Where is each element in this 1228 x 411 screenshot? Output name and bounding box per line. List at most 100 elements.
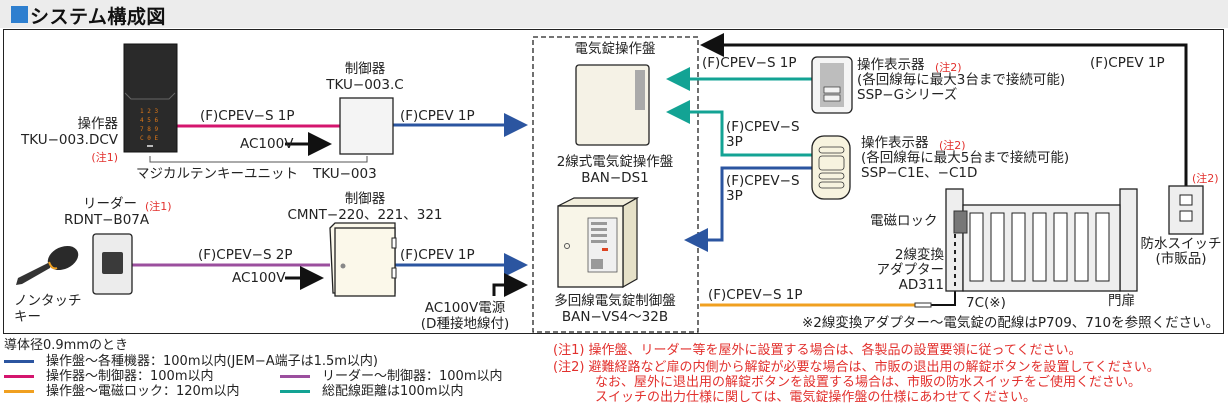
- em-lock-label: 電磁ロック: [870, 213, 938, 229]
- ban-vs-model: BAN−VS4〜32B: [561, 309, 669, 325]
- lock-panel-group-border: [532, 36, 699, 333]
- power-label-panel-2: (D種接地線付): [420, 316, 510, 332]
- cmnt-label: 制御器: [344, 191, 386, 207]
- title-square-icon: [11, 6, 28, 23]
- power-label-panel-1: AC100V電源: [424, 300, 506, 316]
- switch-note: (注2): [1192, 172, 1219, 185]
- gate-label: 門扉: [1108, 293, 1135, 309]
- switch-label-2: (市販品): [1155, 251, 1207, 267]
- ssp-g-note: (注2): [935, 61, 962, 74]
- power-label-tku: AC100V: [240, 136, 294, 152]
- gate-cable-label: 7C(※): [966, 295, 1006, 311]
- legend-item: 操作器〜制御器：100m以内: [4, 369, 213, 384]
- operator-note: (注1): [91, 151, 118, 164]
- adapter-label-2: アダプター: [876, 262, 945, 278]
- cable-label-switch: (F)CPEV 1P: [1090, 55, 1165, 71]
- cmnt-model: CMNT−220、221、321: [287, 207, 443, 223]
- nontouch-key-label-1: ノンタッチ: [14, 293, 82, 309]
- ban-ds1-icon: [575, 64, 650, 146]
- ssp-c1-model: SSP−C1E、−C1D: [861, 165, 978, 181]
- wiring-reference: ※2線変換アダプター〜電気錠の配線はP709、710を参照ください。: [802, 315, 1220, 331]
- cable-switch-to-panel: [700, 33, 1188, 186]
- cable-label-panel-to-adapter: (F)CPEV−S 1P: [708, 287, 803, 303]
- waterproof-switch-icon: [1168, 185, 1204, 235]
- cmnt-controller-icon: [329, 222, 397, 297]
- svg-text:7 8 9: 7 8 9: [140, 126, 158, 133]
- ssp-g-model: SSP−Gシリーズ: [857, 87, 958, 103]
- legend-text: 総配線距離は100m以内: [322, 384, 464, 399]
- cable-label-sspc1-ds1-p: 3P: [726, 134, 743, 150]
- ssp-c1-desc: (各回線毎に最大5台まで接続可能): [861, 150, 1070, 166]
- ban-ds1-model: BAN−DS1: [581, 170, 649, 186]
- tenkey-label: マジカルテンキーユニット: [136, 166, 298, 182]
- legend-item: 操作盤〜電磁ロック：120m以内: [4, 384, 239, 399]
- cable-7c: [930, 290, 956, 306]
- adapter-label-1: 2線変換: [894, 247, 944, 263]
- ssp-g-icon: [811, 56, 853, 114]
- nontouch-key-icon: [16, 245, 79, 285]
- legend-text: 操作盤〜電磁ロック：120m以内: [46, 384, 240, 399]
- adapter-model: AD311: [898, 277, 944, 293]
- note-2-line-3: スイッチの出力仕様に関しては、電気錠操作盤の仕様にあわせてください。: [595, 390, 1036, 405]
- legend-swatch: [280, 390, 310, 393]
- legend-swatch: [4, 375, 34, 378]
- operator-model: TKU−003.DCV: [20, 132, 118, 148]
- tku-controller-icon: [339, 97, 394, 155]
- tku-controller-model: TKU−003.C: [326, 77, 404, 93]
- legend-item: 総配線距離は100m以内: [280, 384, 463, 399]
- lock-panel-group-label: 電気錠操作盤: [574, 41, 656, 57]
- svg-text:1 2 3: 1 2 3: [140, 108, 158, 115]
- em-lock-icon: [953, 210, 968, 234]
- cable-label-sspc1-vs-p: 3P: [726, 188, 743, 204]
- tenkey-bracket: [149, 156, 368, 163]
- cable-label-cmnt-to-panel: (F)CPEV 1P: [400, 247, 475, 263]
- diagram-frame: [3, 29, 1224, 334]
- ban-vs-icon: [557, 196, 640, 289]
- ssp-c1-note: (注2): [939, 139, 966, 152]
- adapter-icon: [914, 302, 932, 308]
- legend-item: 操作盤〜各種機器：100m以内(JEM−A端子は1.5m以内): [4, 354, 378, 369]
- page-title: システム構成図: [30, 6, 166, 28]
- ssp-c1-label: 操作表示器: [861, 135, 929, 151]
- power-arrow-panel: [492, 273, 528, 297]
- ssp-g-label: 操作表示器: [857, 57, 925, 73]
- cable-sspc1-to-vs: [684, 166, 812, 252]
- ban-vs-label: 多回線電気錠制御盤: [554, 293, 676, 309]
- legend-text: 操作器〜制御器：100m以内: [46, 369, 214, 384]
- legend-swatch: [4, 390, 34, 393]
- legend-text: リーダー〜制御器：100m以内: [322, 369, 503, 384]
- reader-label: リーダー: [83, 196, 137, 212]
- svg-text:4 5 6: 4 5 6: [140, 117, 158, 124]
- legend-swatch: [4, 360, 34, 363]
- switch-label-1: 防水スイッチ: [1140, 236, 1222, 252]
- power-label-cmnt: AC100V: [232, 270, 286, 286]
- legend-text: 操作盤〜各種機器：100m以内(JEM−A端子は1.5m以内): [46, 354, 379, 369]
- note-2-line-2: なお、屋外に退出用の解錠ボタンを設置する場合は、市販の防水スイッチをご使用くださ…: [595, 375, 1142, 390]
- reader-note: (注1): [145, 200, 172, 213]
- note-1: (注1) 操作盤、リーダー等を屋外に設置する場合は、各製品の設置要領に従ってくだ…: [553, 343, 1082, 358]
- cable-label-sspc1-vs: (F)CPEV−S: [726, 173, 800, 189]
- cable-label-sspg: (F)CPEV−S 1P: [702, 55, 797, 71]
- ssp-g-desc: (各回線毎に最大3台まで接続可能): [857, 72, 1066, 88]
- operator-keypad-icon: 1 2 3 4 5 6 7 8 9 C 0 E: [123, 43, 178, 153]
- cable-label-op-to-ctrl: (F)CPEV−S 1P: [200, 108, 295, 124]
- legend-item: リーダー〜制御器：100m以内: [280, 369, 502, 384]
- legend-heading: 導体径0.9mmのとき: [4, 338, 129, 353]
- tku-controller-label: 制御器: [344, 61, 386, 77]
- legend-swatch: [280, 375, 310, 378]
- ssp-c1-icon: [811, 135, 851, 200]
- title-bar: システム構成図: [0, 0, 1228, 28]
- gate-icon: [945, 188, 1138, 292]
- reader-model: RDNT−B07A: [64, 212, 150, 228]
- cable-label-reader-to-ctrl: (F)CPEV−S 2P: [198, 247, 293, 263]
- nontouch-key-label-2: キー: [14, 309, 41, 325]
- cable-label-sspc1-ds1: (F)CPEV−S: [726, 119, 800, 135]
- cable-label-tku-to-panel: (F)CPEV 1P: [400, 108, 475, 124]
- ban-ds1-label: 2線式電気錠操作盤: [556, 154, 674, 170]
- cable-sspc1-to-ds1: [666, 100, 812, 157]
- svg-text:C 0 E: C 0 E: [140, 135, 158, 142]
- tenkey-model: TKU−003: [313, 166, 377, 182]
- note-2-line-1: (注2) 避難経路など扉の内側から解錠が必要な場合は、市販の退出用の解錠ボタンを…: [553, 360, 1160, 375]
- operator-label: 操作器: [77, 116, 119, 132]
